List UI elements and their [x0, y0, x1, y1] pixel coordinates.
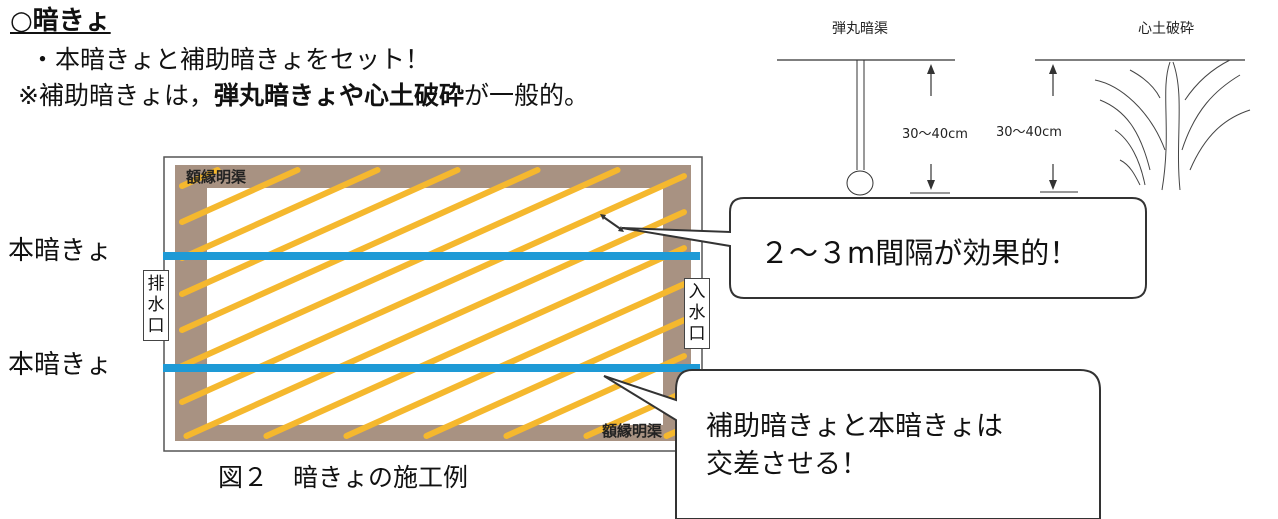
sub-drain-line: [183, 209, 687, 439]
spacing-arrow: [601, 215, 623, 231]
sketch-depth-right: 30〜40cm: [996, 125, 1062, 140]
section-title: ○暗きょ: [10, 6, 111, 36]
sub-drain-line: [343, 281, 687, 439]
sub-drain-line: [179, 167, 541, 333]
sub-drain-line: [179, 167, 461, 297]
sub-drain-line: [179, 167, 301, 225]
description-suffix: が一般的。: [463, 81, 589, 110]
perimeter-ditch-label-bottom: 額縁明渠: [602, 422, 663, 440]
main-drain-label-1: 本暗きょ: [8, 236, 113, 266]
description-line-1: ・本暗きょと補助暗きょをセット！: [30, 45, 431, 74]
callout-spacing-text: ２〜３m間隔が効果的！: [760, 236, 1079, 270]
inlet-label: 入水口: [684, 278, 710, 349]
callout-cross-text: 補助暗きょと本暗きょは 交差させる！: [706, 408, 1003, 484]
callout-cross-line-1: 補助暗きょと本暗きょは: [706, 411, 1003, 442]
description-bold-terms: 弾丸暗きょや心土破砕: [213, 81, 464, 110]
sub-drain-line: [263, 245, 687, 439]
description-line-2: ※補助暗きょは，弾丸暗きょや心土破砕が一般的。: [18, 76, 589, 112]
sketch-title-mole: 弾丸暗渠: [832, 21, 888, 37]
outlet-label: 排水口: [143, 270, 169, 341]
field-interior: [207, 188, 663, 425]
callout-cross-line-2: 交差させる！: [706, 449, 868, 480]
sub-drain-line: [179, 167, 621, 369]
description-prefix: ※補助暗きょは，: [18, 81, 214, 110]
sub-drain-line: [423, 317, 687, 439]
perimeter-ditch-label-top: 額縁明渠: [186, 168, 247, 186]
main-drain-label-2: 本暗きょ: [8, 350, 113, 380]
sketch-title-subsoiling: 心土破砕: [1138, 21, 1194, 37]
sub-drain-lines: [179, 167, 687, 439]
sub-drain-line: [179, 167, 381, 261]
sub-drain-line: [179, 167, 221, 189]
spacing-arrow-head-1: [600, 214, 606, 220]
sketch-depth-left: 30〜40cm: [902, 127, 968, 142]
figure-caption: 図２ 暗きょの施工例: [218, 463, 469, 492]
